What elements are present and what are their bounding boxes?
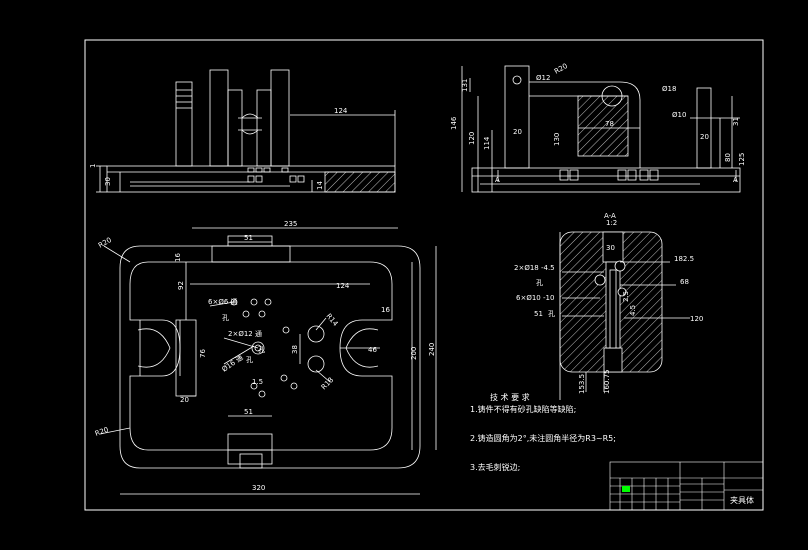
tv-dim-320: 320: [252, 484, 265, 492]
title-block: [609, 461, 764, 511]
tech-item-3: 3.去毛刺锐边;: [470, 462, 520, 472]
sv-dim-20b: 20: [700, 133, 709, 141]
fv-dim-1: 1: [89, 164, 97, 168]
tech-item-2: 2.铸造圆角为2°,未注圆角半径为R3~R5;: [470, 433, 616, 443]
fv-dim-124: 124: [334, 107, 348, 115]
front-view: [96, 69, 396, 193]
tv-note-2xphi12: 2×Ø12 通: [228, 329, 262, 338]
tv-note-phi16: Ø16 通: [220, 353, 245, 374]
tv-dim-235: 235: [284, 220, 297, 228]
sec-note-51-b: 孔: [548, 310, 555, 318]
tv-dim-16b: 16: [381, 306, 390, 314]
sv-dim-r20: R20: [553, 62, 569, 76]
tech-heading: 技 术 要 求: [490, 392, 530, 402]
fv-dim-30: 30: [104, 177, 112, 186]
sv-dim-phi18: Ø18: [662, 85, 676, 93]
sv-section-mark-right: A: [733, 176, 738, 184]
drawing-border: [84, 39, 764, 511]
section-view: [559, 231, 690, 400]
tv-dim-r20b: R20: [94, 426, 110, 438]
tv-dim-51-top: 51: [244, 234, 253, 242]
tv-dim-240: 240: [428, 343, 436, 356]
tv-dim-r20a: R20: [97, 236, 113, 250]
tv-dim-16a: 16: [174, 253, 182, 262]
sec-dim-182-5: 182.5: [674, 255, 694, 263]
sec-scale: 1:2: [606, 219, 617, 227]
fv-dim-14: 14: [316, 181, 324, 190]
tv-dim-r14: R14: [324, 312, 339, 328]
sv-dim-130: 130: [553, 133, 561, 146]
sec-note-2xphi18-b: 孔: [536, 279, 543, 287]
sec-dim-120: 120: [690, 315, 703, 323]
sv-dim-phi12: Ø12: [536, 74, 550, 82]
sec-dim-30: 30: [606, 244, 615, 252]
tv-dim-51-bot: 51: [244, 408, 253, 416]
tv-note-phi16-b: 孔: [246, 356, 253, 364]
sec-note-6xphi10: 6×Ø10 -10: [516, 294, 554, 302]
sv-dim-31: 31: [732, 117, 740, 126]
tv-note-6xphi6: 6×Ø6 通: [208, 297, 238, 306]
sec-dim-2-5: 2.5: [622, 291, 630, 302]
title-block-name: 夹具体: [730, 495, 754, 505]
tv-note-2xphi12-b: 孔: [258, 346, 265, 354]
sv-dim-phi10: Ø10: [672, 111, 686, 119]
sec-dim-160-75: 160.75: [603, 370, 611, 395]
sv-dim-146: 146: [450, 116, 458, 130]
tv-dim-20: 20: [180, 396, 189, 404]
sec-dim-4-5: 4.5: [629, 305, 637, 316]
sv-section-mark-left: A: [495, 176, 500, 184]
top-view: [99, 227, 437, 495]
tv-dim-200: 200: [410, 347, 418, 360]
tv-note-6xphi6-b: 孔: [222, 314, 229, 322]
sv-dim-120: 120: [468, 132, 476, 145]
sec-dim-153-5: 153.5: [578, 374, 586, 394]
tv-dim-46: 46: [368, 346, 377, 354]
tv-dim-r18: R18: [320, 376, 335, 391]
tv-dim-1-5: 1.5: [252, 378, 263, 386]
tv-dim-38: 38: [291, 345, 299, 354]
sec-note-2xphi18: 2×Ø18 -4.5: [514, 264, 555, 272]
tv-dim-124: 124: [336, 282, 350, 290]
sv-dim-78: 78: [605, 120, 614, 128]
sv-dim-20a: 20: [513, 128, 522, 136]
sec-label: A-A: [604, 212, 616, 220]
sv-dim-114: 114: [483, 136, 491, 150]
sv-dim-131: 131: [461, 79, 469, 92]
tv-dim-92: 92: [177, 281, 185, 290]
sec-dim-68: 68: [680, 278, 689, 286]
tech-item-1: 1.铸件不得有砂孔缺陷等缺陷;: [470, 404, 576, 414]
side-view: [461, 65, 741, 193]
sec-note-51: 51: [534, 310, 543, 318]
sv-dim-80: 80: [724, 153, 732, 162]
tv-dim-76: 76: [199, 349, 207, 358]
sv-dim-125: 125: [738, 153, 746, 166]
